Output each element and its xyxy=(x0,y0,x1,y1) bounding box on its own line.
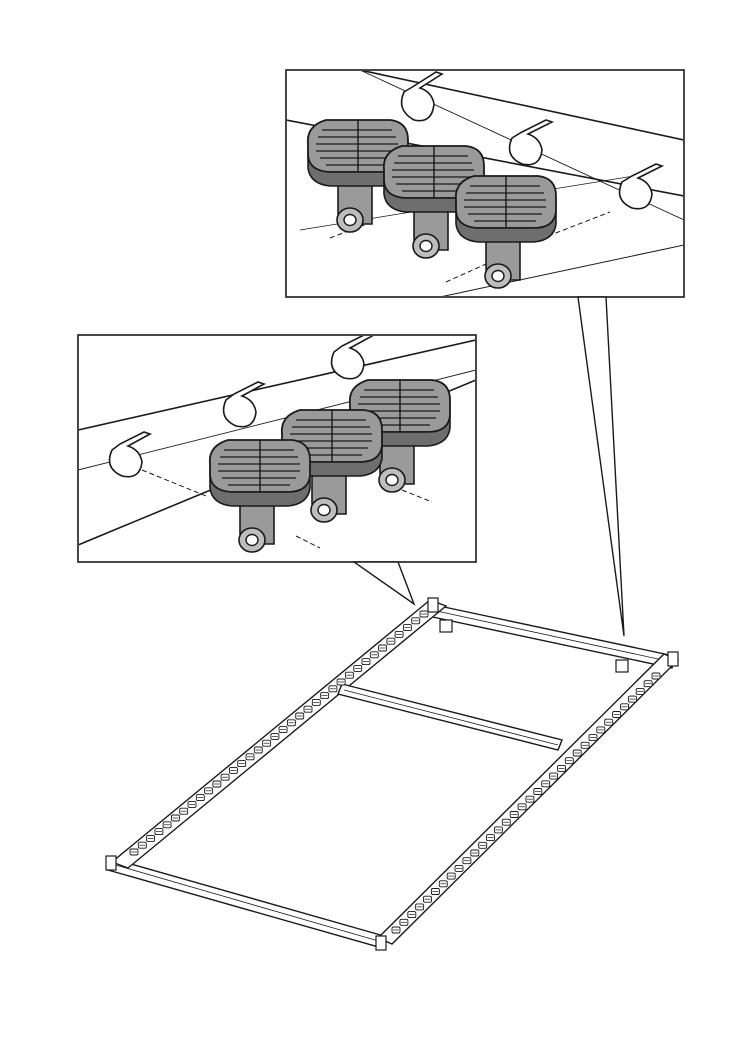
rail-clip xyxy=(439,881,447,887)
rail-clip xyxy=(471,850,479,856)
rail-clip xyxy=(180,808,188,814)
rail-clip xyxy=(155,829,163,835)
rail-clip xyxy=(329,686,337,692)
rail-clip xyxy=(455,865,463,871)
rail-clip xyxy=(589,735,597,741)
rail-clip xyxy=(408,912,416,918)
rail-clip xyxy=(354,665,362,671)
rail-clip xyxy=(487,835,495,841)
rail-clip xyxy=(263,740,271,746)
rail-clip xyxy=(279,727,287,733)
rail-clip xyxy=(636,688,644,694)
rail-clip xyxy=(188,801,196,807)
rail-clip xyxy=(550,773,558,779)
callout-pointer-right xyxy=(578,297,624,636)
rail-clip xyxy=(205,788,213,794)
rail-clip xyxy=(420,611,428,617)
rail-clip xyxy=(400,919,408,925)
rail-clip xyxy=(479,842,487,848)
rail-clip xyxy=(337,679,345,685)
rail-clip xyxy=(573,750,581,756)
rail-clip xyxy=(387,638,395,644)
rail-clip xyxy=(392,927,400,933)
rail-clip xyxy=(229,767,237,773)
bed-frame xyxy=(106,598,678,950)
rail-clip xyxy=(412,618,420,624)
rail-clip xyxy=(312,699,320,705)
rail-clip xyxy=(463,858,471,864)
rail-clip xyxy=(613,712,621,718)
rail-clip xyxy=(171,815,179,821)
rail-clip xyxy=(431,889,439,895)
rail-clip xyxy=(246,754,254,760)
rail-clip xyxy=(534,789,542,795)
rail-clip xyxy=(362,659,370,665)
rail-clip xyxy=(597,727,605,733)
rail-clip xyxy=(287,720,295,726)
rail-clip xyxy=(395,631,403,637)
rail-clip xyxy=(502,819,510,825)
rail-clip xyxy=(163,822,171,828)
rail-clip xyxy=(271,733,279,739)
rail-clip xyxy=(238,761,246,767)
rail-clip xyxy=(196,795,204,801)
rail-clip xyxy=(147,835,155,841)
rail-clip xyxy=(652,673,660,679)
rail-clip xyxy=(296,713,304,719)
rail-clip xyxy=(542,781,550,787)
rail-clip xyxy=(628,696,636,702)
rail-clip xyxy=(254,747,262,753)
rail-clip xyxy=(558,765,566,771)
rail-clip xyxy=(581,742,589,748)
rail-clip xyxy=(304,706,312,712)
rail-clip xyxy=(345,672,353,678)
rail-clip xyxy=(518,804,526,810)
rail-clip xyxy=(644,681,652,687)
callout-pointer-left xyxy=(354,562,414,604)
rail-clip xyxy=(526,796,534,802)
rail-clip xyxy=(447,873,455,879)
rail-clip xyxy=(370,652,378,658)
detail-callout-right xyxy=(286,70,684,297)
rail-clip xyxy=(416,904,424,910)
rail-clip xyxy=(221,774,229,780)
rail-clip xyxy=(130,849,138,855)
detail-callout-left xyxy=(78,334,476,562)
rail-clip xyxy=(379,645,387,651)
rail-clip xyxy=(138,842,146,848)
rail-clip xyxy=(510,812,518,818)
rail-clip xyxy=(565,758,573,764)
rail-clip xyxy=(424,896,432,902)
rail-clip xyxy=(321,693,329,699)
rail-clip xyxy=(213,781,221,787)
rail-clip xyxy=(621,704,629,710)
rail-clip xyxy=(605,719,613,725)
rail-clip xyxy=(494,827,502,833)
rail-clip xyxy=(403,625,411,631)
